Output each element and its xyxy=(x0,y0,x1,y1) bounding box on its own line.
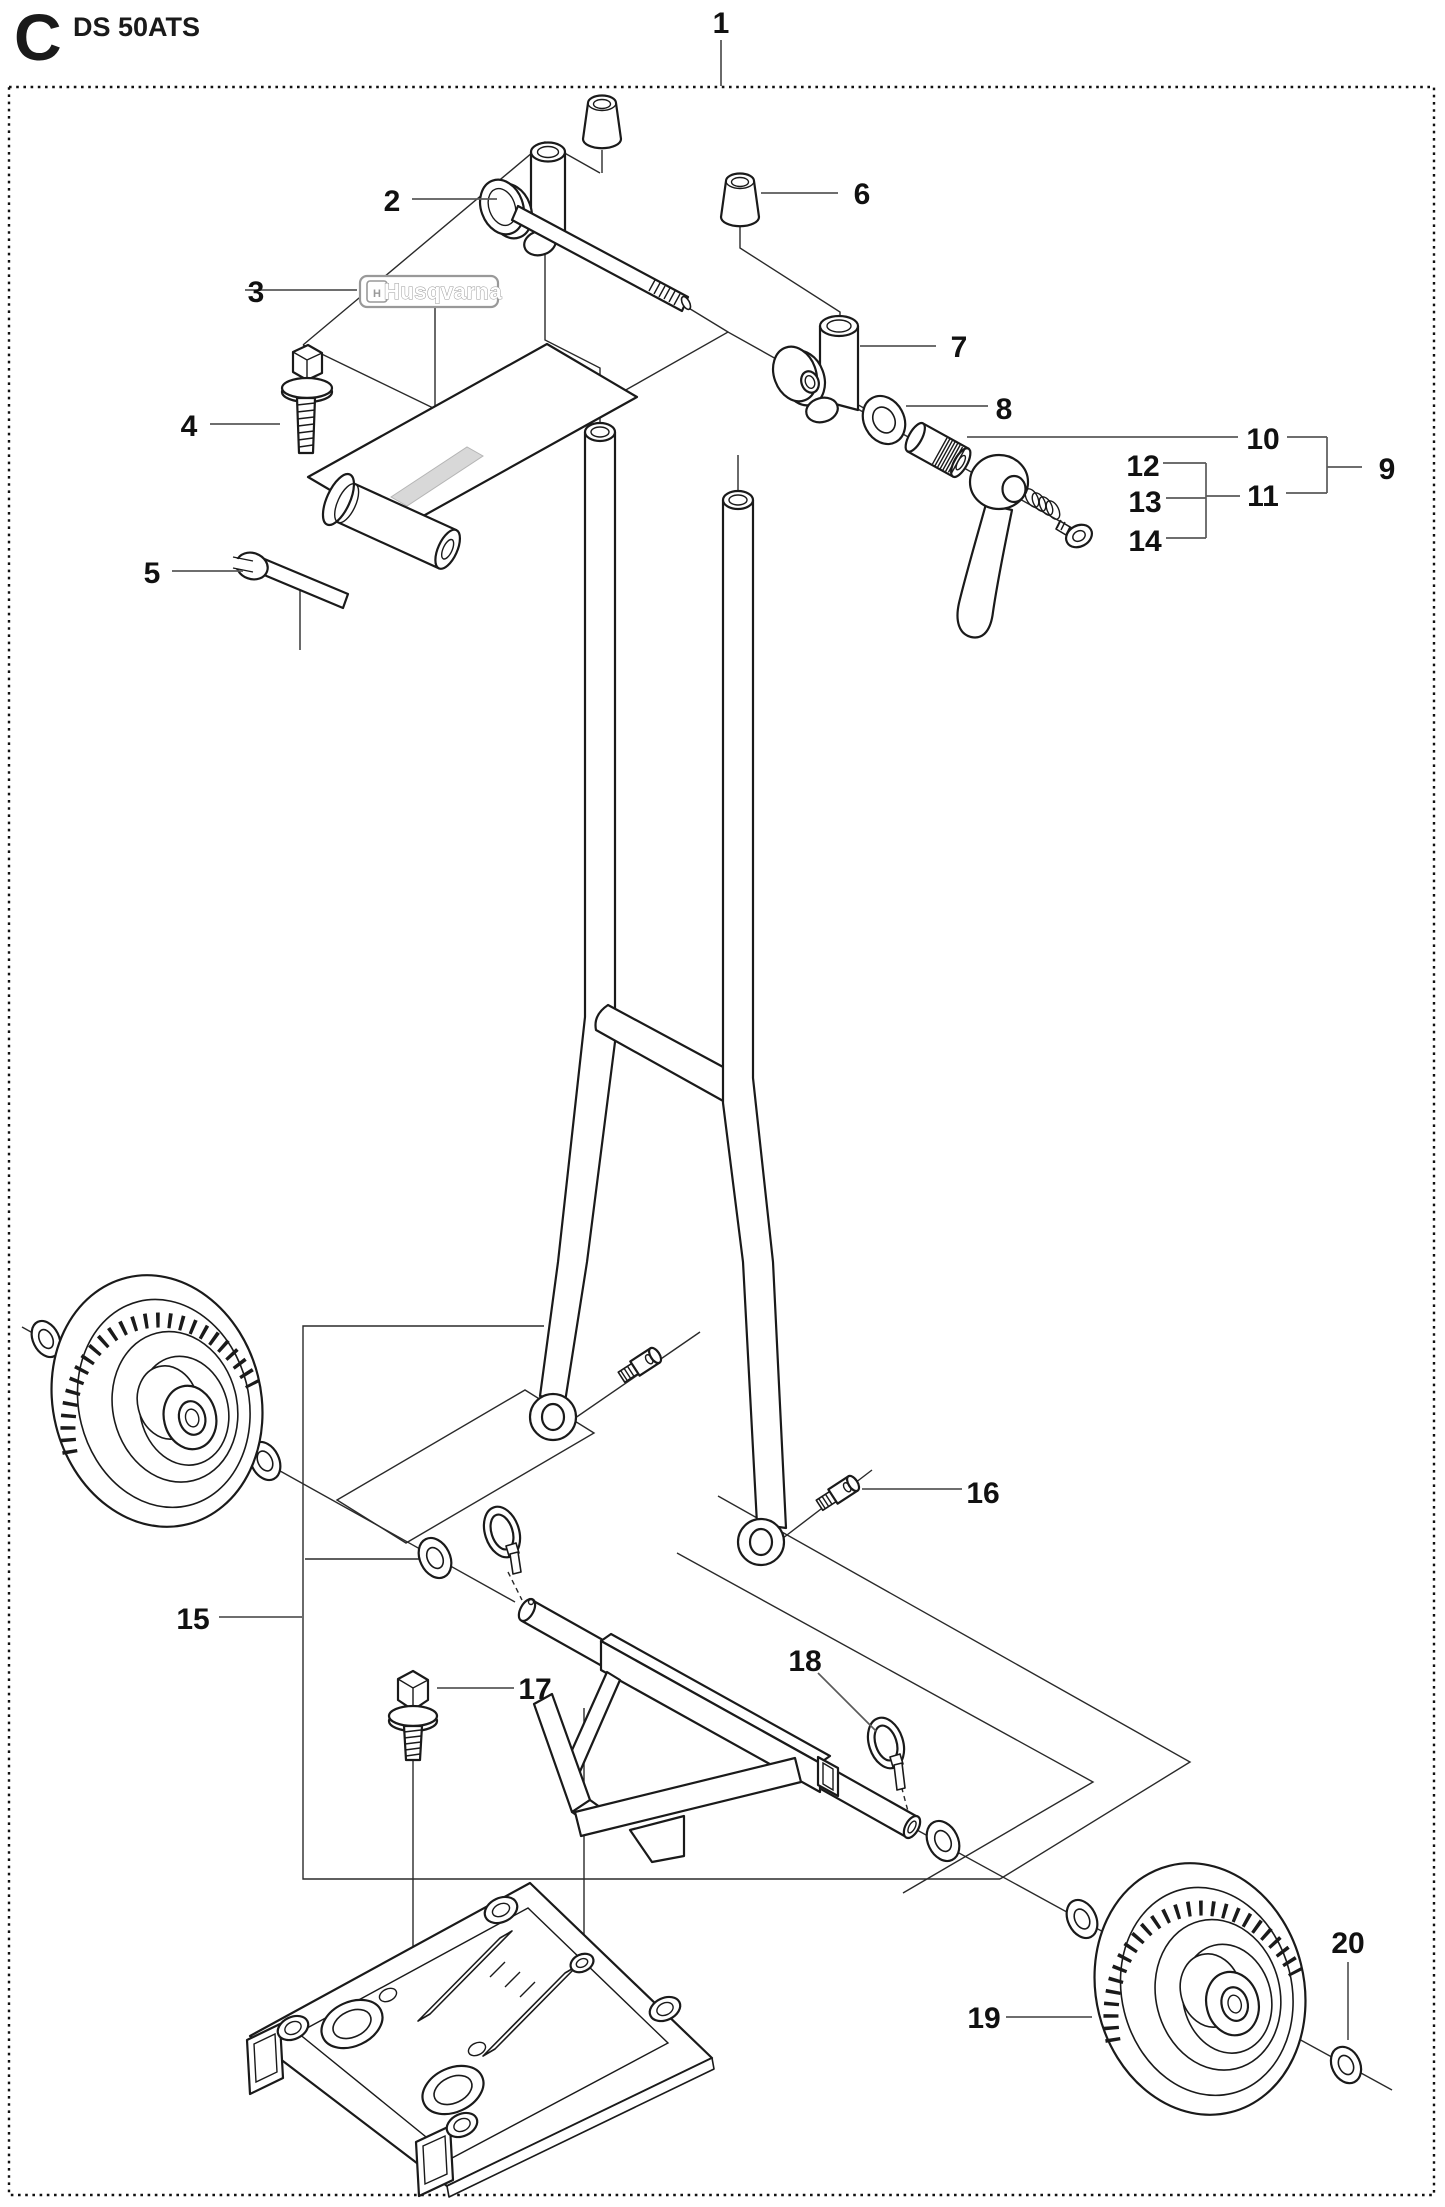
washer-20 xyxy=(1329,2045,1363,2085)
callout-15: 15 xyxy=(176,1603,209,1636)
spring-13 xyxy=(1024,488,1061,520)
washer-right-inner xyxy=(1065,1898,1099,1940)
callout-14: 14 xyxy=(1128,525,1162,558)
callout-7: 7 xyxy=(951,331,968,364)
callout-19: 19 xyxy=(967,2002,1000,2035)
pivot-cylinder xyxy=(321,472,462,570)
callout-10: 10 xyxy=(1246,423,1279,456)
page-letter: C xyxy=(14,0,62,74)
callout-1: 1 xyxy=(713,7,730,40)
leader-lines xyxy=(172,192,1362,2040)
handle-tube-left xyxy=(528,421,617,1442)
socket-screw-left xyxy=(617,1346,663,1384)
clamp-lever-11 xyxy=(956,453,1030,639)
socket-screw-16 xyxy=(815,1474,861,1512)
handle-clamp-right xyxy=(771,314,860,424)
locking-plate-5 xyxy=(228,551,350,610)
callout-17: 17 xyxy=(518,1673,551,1706)
husqvarna-label-box: H Husqvarna xyxy=(358,274,502,309)
ring-pin-18 xyxy=(866,1716,906,1791)
callout-6: 6 xyxy=(854,178,871,211)
callout-2: 2 xyxy=(384,185,401,218)
bushing-10 xyxy=(904,421,972,479)
screw-14 xyxy=(1055,519,1093,549)
handle-clamp-left xyxy=(478,141,567,257)
base-plate xyxy=(245,1881,715,2198)
handle-tube-right xyxy=(721,489,788,1567)
wheel-left xyxy=(50,1274,264,1528)
washer-left-inner xyxy=(248,1440,282,1482)
bolt-4 xyxy=(280,343,334,455)
callout-9: 9 xyxy=(1379,453,1396,486)
washer-axle-right xyxy=(925,1819,961,1863)
brand-label: Husqvarna xyxy=(384,279,502,304)
page-border xyxy=(7,85,1436,2197)
callout-18: 18 xyxy=(788,1645,821,1678)
handle-cross-brace xyxy=(594,1003,727,1104)
callout-11: 11 xyxy=(1247,480,1279,513)
wheel-right-19 xyxy=(1093,1862,1307,2116)
washer-8 xyxy=(861,394,907,446)
svg-text:H: H xyxy=(373,288,381,300)
handle-knob-cap-right xyxy=(719,172,761,228)
callout-20: 20 xyxy=(1331,1927,1364,1960)
callout-13: 13 xyxy=(1128,486,1161,519)
ring-pin-left xyxy=(482,1505,522,1575)
callout-12: 12 xyxy=(1126,450,1159,483)
bolt-17 xyxy=(387,1669,439,1762)
callout-4: 4 xyxy=(181,410,198,443)
washer-axle-left xyxy=(417,1536,453,1580)
handle-knob-cap-left xyxy=(581,94,623,150)
decal-sticker xyxy=(390,446,484,507)
callout-8: 8 xyxy=(996,393,1013,426)
washer-left-outer xyxy=(30,1319,62,1359)
page-title: DS 50ATS xyxy=(73,12,200,42)
trailing-arm-bracket xyxy=(532,1632,840,1864)
handle-bolt-rod xyxy=(510,204,692,313)
callout-5: 5 xyxy=(144,557,161,590)
callout-16: 16 xyxy=(966,1477,999,1510)
callout-labels: 1 2 3 4 5 6 7 8 9 10 11 12 13 14 15 16 1… xyxy=(144,7,1396,2035)
husqvarna-crown-icon xyxy=(366,280,388,303)
callout-3: 3 xyxy=(248,276,265,309)
